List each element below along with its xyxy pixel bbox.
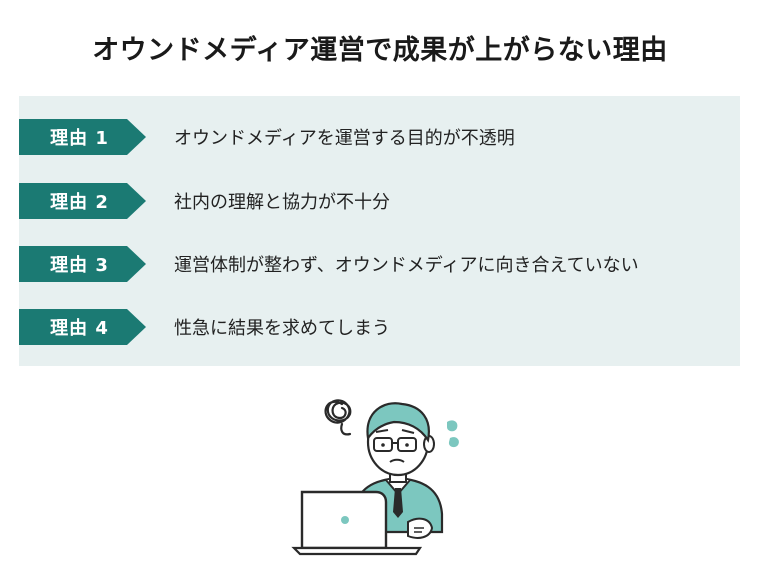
page-title: オウンドメディア運営で成果が上がらない理由 — [92, 35, 668, 66]
reason-tag-4: 理由 4 — [19, 309, 146, 345]
reason-label-3: 理由 3 — [50, 255, 109, 276]
reason-label-2: 理由 2 — [50, 192, 109, 213]
reason-text-1: オウンドメディアを運営する目的が不透明 — [174, 128, 515, 149]
confusion-scribble-icon — [324, 399, 352, 436]
laptop-icon — [291, 490, 423, 556]
reason-tag-2: 理由 2 — [19, 183, 146, 219]
reason-row-4: 理由 4 性急に結果を求めてしまう — [19, 309, 740, 345]
reason-tag-1: 理由 1 — [19, 119, 146, 155]
reason-text-2: 社内の理解と協力が不十分 — [174, 192, 390, 213]
reason-tag-3: 理由 3 — [19, 246, 146, 282]
reason-text-4: 性急に結果を求めてしまう — [174, 318, 390, 339]
sweat-drop-icon — [447, 420, 458, 432]
reason-row-3: 理由 3 運営体制が整わず、オウンドメディアに向き合えていない — [19, 246, 740, 282]
reason-label-1: 理由 1 — [50, 128, 109, 149]
reason-row-2: 理由 2 社内の理解と協力が不十分 — [19, 183, 740, 219]
reason-label-4: 理由 4 — [50, 318, 109, 339]
reason-row-1: 理由 1 オウンドメディアを運営する目的が不透明 — [19, 119, 740, 155]
confused-man-illustration — [291, 399, 459, 556]
reason-text-3: 運営体制が整わず、オウンドメディアに向き合えていない — [174, 255, 639, 276]
